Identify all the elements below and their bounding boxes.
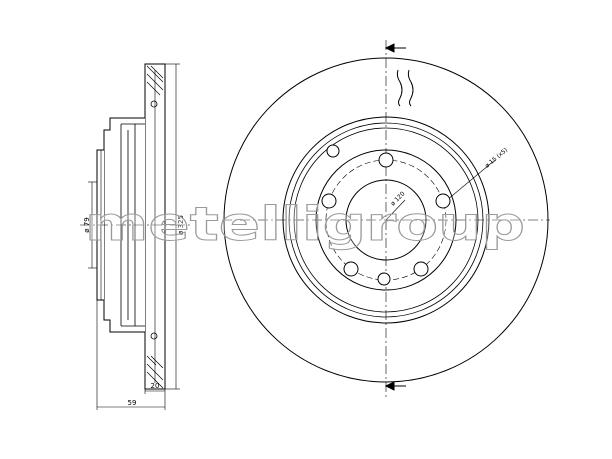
bolt-hole-4 [343, 261, 359, 277]
hatch-dot-top [150, 100, 158, 108]
bolt-hole-1 [378, 152, 394, 168]
front-view [222, 40, 550, 400]
pcd-leader [385, 199, 406, 221]
small-holes [326, 144, 391, 286]
dim-thickness-label: 20 [151, 382, 160, 390]
hatch-dot-bottom [150, 332, 158, 340]
locating-hole-1 [326, 144, 340, 158]
dim-hub-diameter-label: ø 79 [83, 217, 91, 232]
wear-slot-left [396, 69, 403, 107]
bolt-holes [321, 152, 451, 277]
dim-width-label: 59 [128, 399, 137, 407]
locating-hole-2 [377, 272, 391, 286]
bolt-hole-2 [435, 193, 451, 209]
side-view [80, 63, 190, 410]
bolt-hole-5 [321, 193, 337, 209]
hole-leader [446, 159, 496, 201]
section-arrow-top [384, 43, 395, 53]
watermark-logo: metelligroup [85, 197, 525, 251]
wear-slot-right [407, 69, 414, 107]
bolt-hole-3 [413, 261, 429, 277]
section-arrow-bottom [384, 381, 395, 391]
dim-outer-diameter-label: ø 325 [177, 215, 185, 235]
